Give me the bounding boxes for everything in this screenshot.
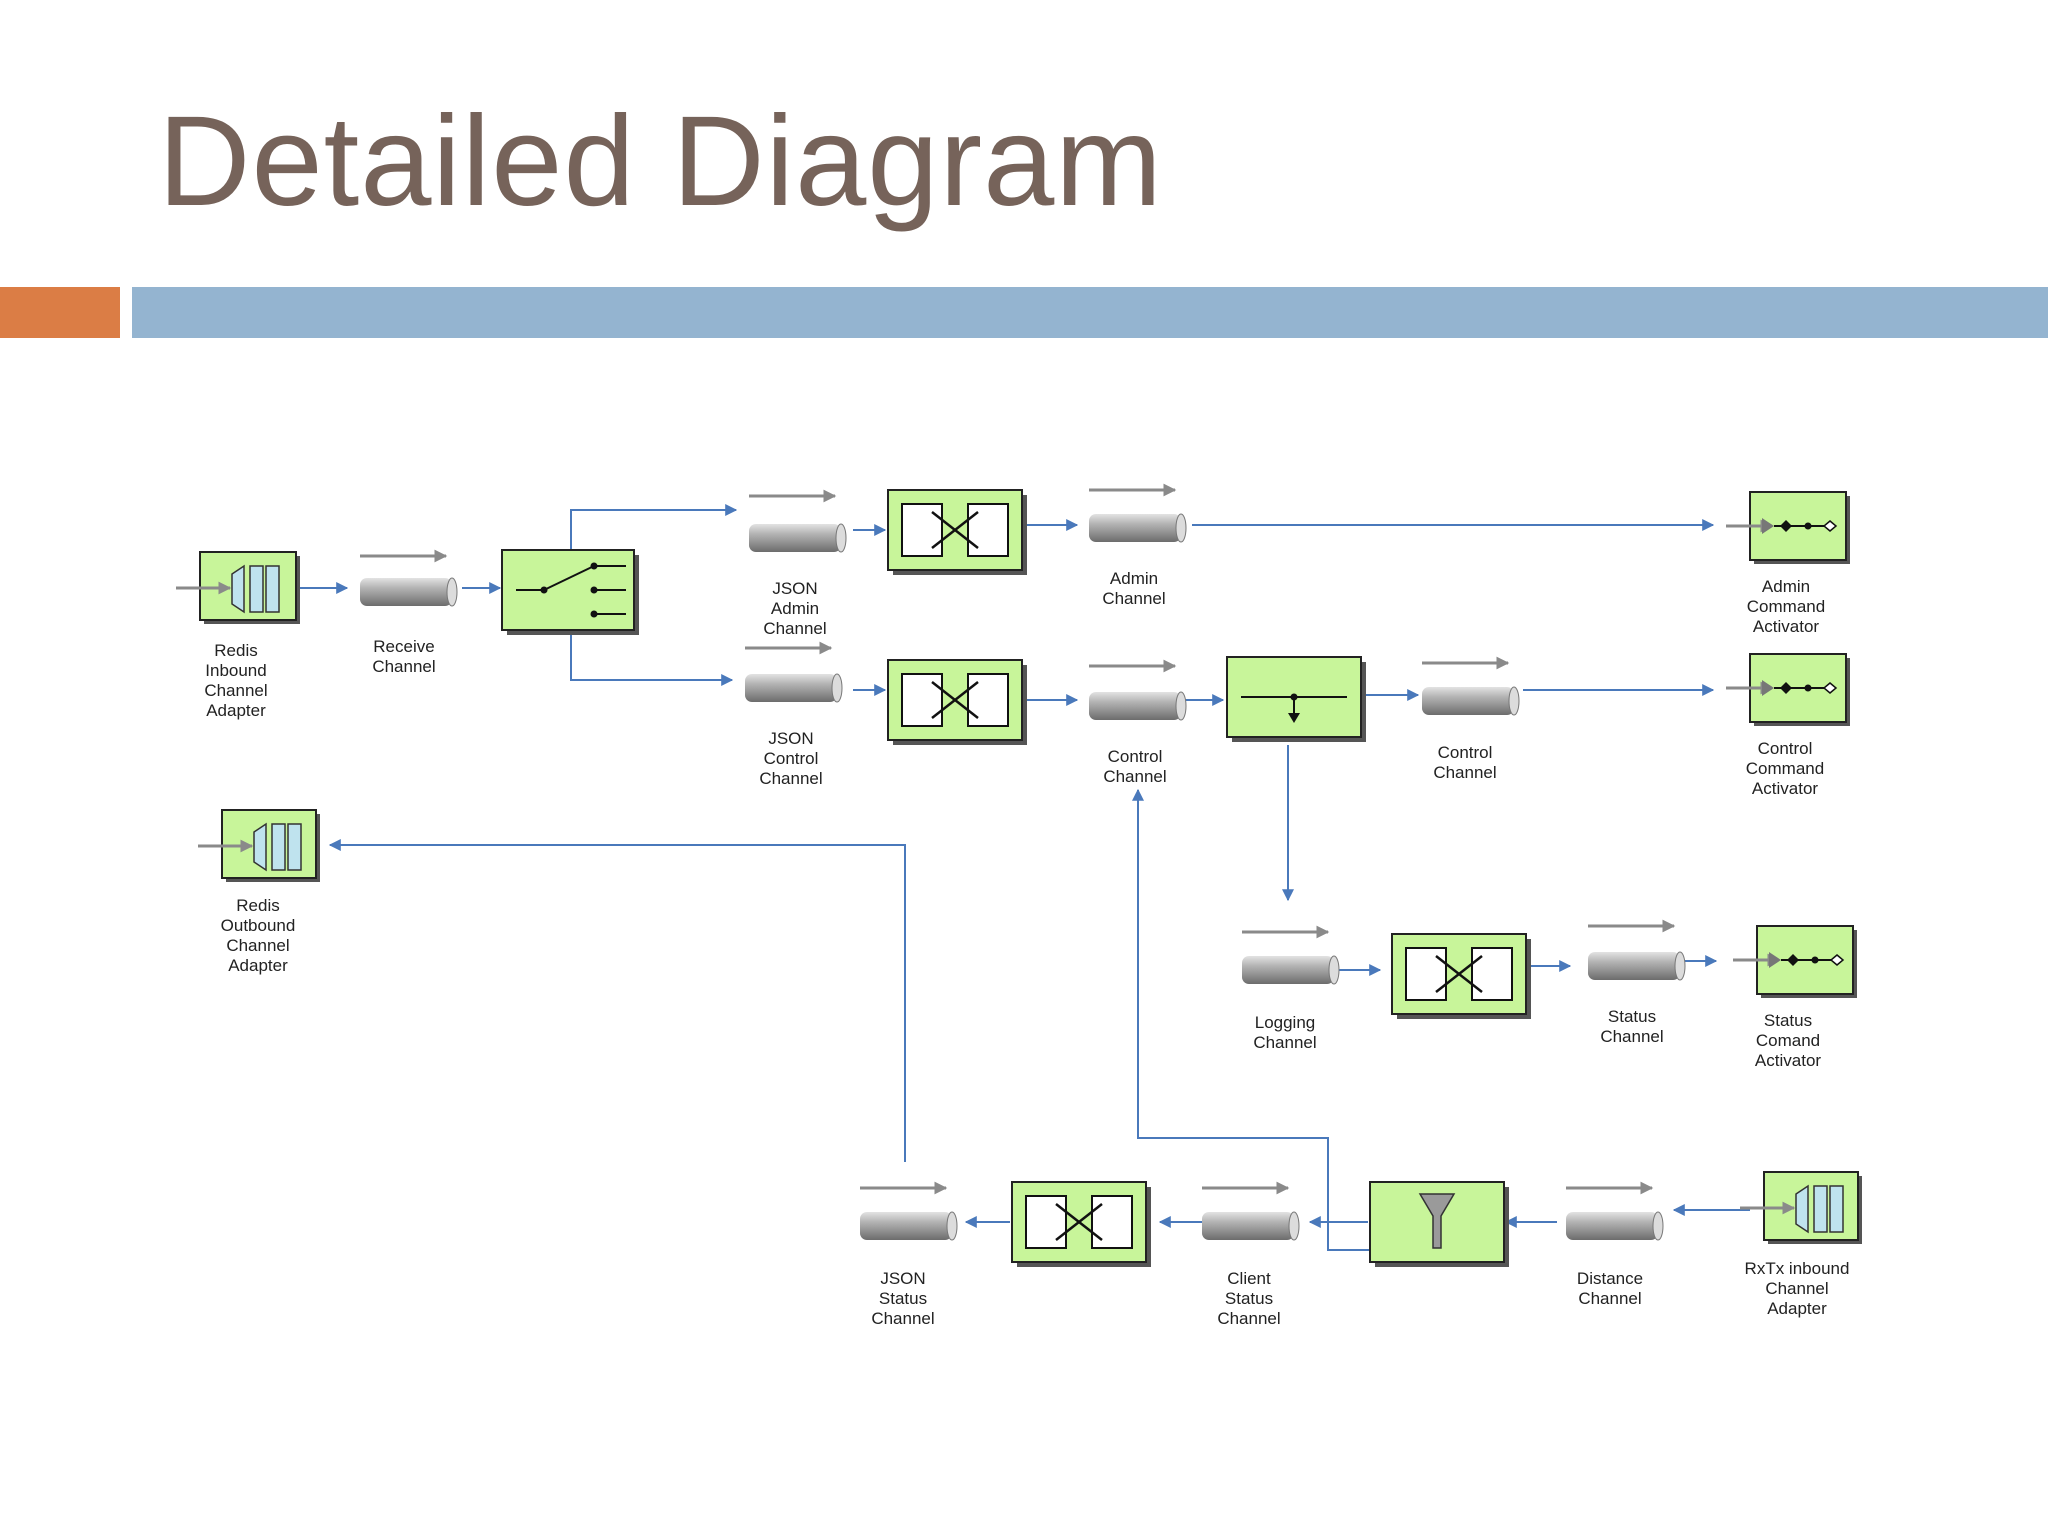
accent-bar-orange	[0, 287, 120, 338]
channel-icon	[745, 641, 843, 703]
channel-icon	[1089, 659, 1187, 721]
channel-icon	[1588, 919, 1686, 981]
accent-bar-blue	[132, 287, 2048, 338]
activator-icon	[1726, 491, 1850, 564]
router-icon	[501, 549, 639, 635]
transformer-icon	[1011, 1181, 1151, 1267]
channel-icon	[749, 489, 847, 553]
transformer-icon	[887, 489, 1027, 575]
channel-icon	[1242, 925, 1340, 985]
channel-icon	[1202, 1181, 1300, 1241]
message-channels	[360, 483, 1686, 1241]
adapter-icon	[1740, 1171, 1862, 1244]
adapter-icon	[198, 809, 320, 882]
adapter-icon	[176, 551, 300, 624]
channel-icon	[860, 1181, 958, 1241]
channel-icon	[1566, 1181, 1664, 1241]
activator-icon	[1733, 925, 1857, 998]
adapters	[176, 551, 1862, 1244]
wire-tap-icon	[1226, 656, 1366, 742]
activator-icon	[1726, 653, 1850, 726]
channel-icon	[1089, 483, 1187, 543]
filter-icon	[1369, 1181, 1509, 1267]
transformer-icon	[1391, 933, 1531, 1019]
channel-icon	[360, 549, 458, 607]
channel-icon	[1422, 656, 1520, 716]
activators	[1726, 491, 1857, 998]
transformers	[887, 489, 1531, 1267]
flow-connectors	[300, 504, 1750, 1251]
slide-title: Detailed Diagram	[158, 90, 1163, 233]
transformer-icon	[887, 659, 1027, 745]
